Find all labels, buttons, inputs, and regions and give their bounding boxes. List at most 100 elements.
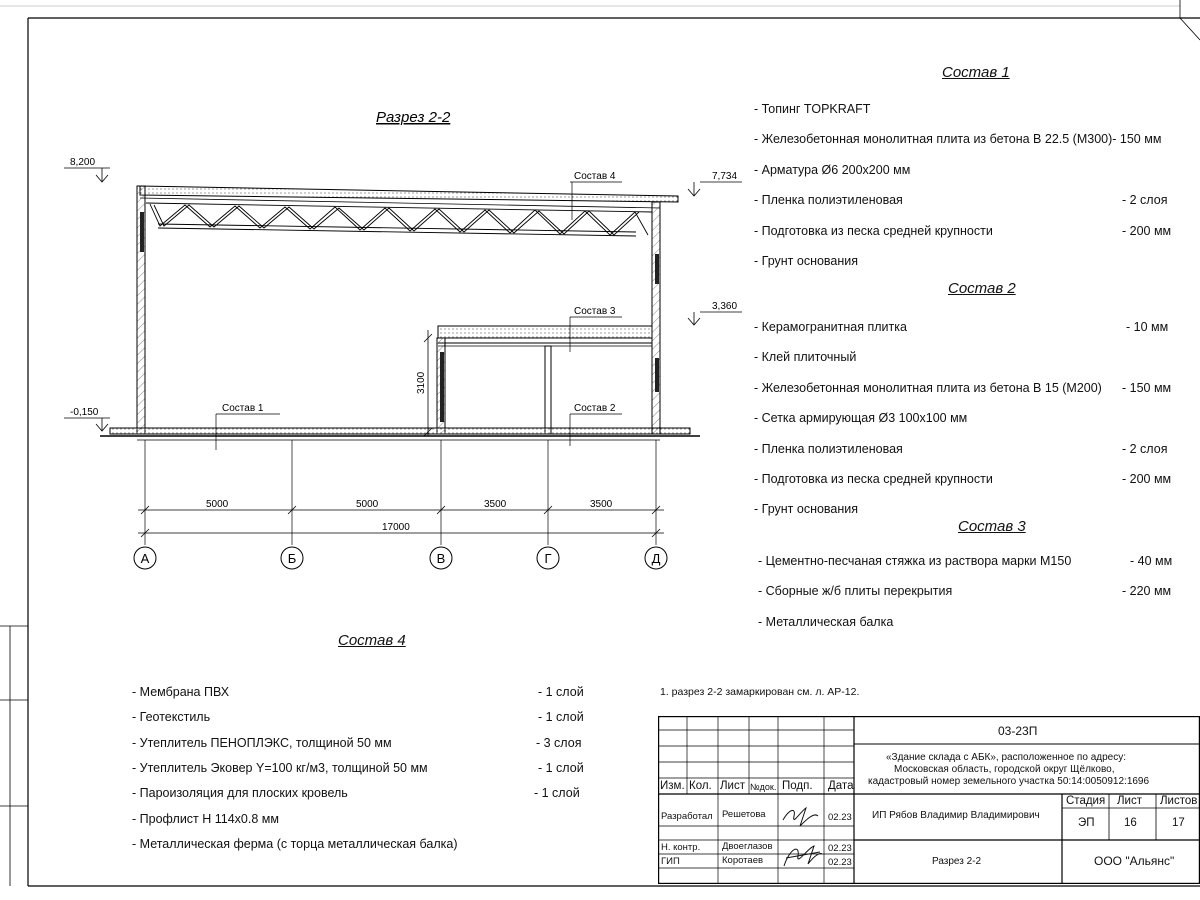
role-name: Решетова bbox=[722, 809, 766, 820]
axis-label: В bbox=[437, 551, 446, 566]
height-dimension bbox=[423, 330, 433, 437]
elevation-ground: -0,150 bbox=[70, 407, 99, 418]
list-item: - Утеплитель Эковер Y=100 кг/м3, толщино… bbox=[132, 761, 584, 775]
item-value: - 2 слоя bbox=[1122, 442, 1168, 456]
col-header: Подп. bbox=[782, 780, 813, 792]
project-code: 03-23П bbox=[998, 724, 1038, 738]
inner-wall bbox=[436, 337, 446, 435]
sostav3-title: Состав 3 bbox=[958, 518, 1026, 535]
item-value: - 1 слой bbox=[534, 786, 580, 800]
list-item: - Сборные ж/б плиты перекрытия- 220 мм bbox=[758, 584, 1172, 598]
sheet-name: Разрез 2-2 bbox=[932, 856, 982, 867]
span-label: 3500 bbox=[590, 499, 613, 510]
elevation-top-left: 8,200 bbox=[70, 157, 95, 168]
role-date: 02.23 bbox=[828, 843, 852, 854]
item-value: - 200 мм bbox=[1122, 472, 1172, 486]
axis-label: А bbox=[141, 551, 150, 566]
list-item: - Подготовка из песка средней крупности-… bbox=[754, 224, 1172, 238]
left-wall bbox=[136, 185, 146, 435]
list-item: - Мембрана ПВХ- 1 слой bbox=[132, 685, 584, 699]
sostav4-list: - Мембрана ПВХ- 1 слой - Геотекстиль- 1 … bbox=[132, 685, 592, 855]
sostav2-title: Состав 2 bbox=[948, 280, 1016, 297]
list-item: - Металлическая балка bbox=[758, 615, 894, 629]
stage-header: Стадия bbox=[1066, 795, 1106, 807]
signature bbox=[782, 806, 823, 867]
sostav1-title: Состав 1 bbox=[942, 64, 1010, 81]
title-block-grid bbox=[658, 716, 1200, 884]
layer-label-s3: Состав 3 bbox=[574, 306, 616, 317]
stage-value: ЭП bbox=[1078, 817, 1095, 829]
company-person: ИП Рябов Владимир Владимирович bbox=[872, 810, 1040, 821]
list-item: - Топинг TOPKRAFT bbox=[754, 102, 871, 116]
list-item: - Профлист Н 114х0.8 мм bbox=[132, 812, 279, 826]
sostav2-list: - Керамогранитная плитка- 10 мм - Клей п… bbox=[754, 320, 1194, 520]
item-value: - 220 мм bbox=[1122, 584, 1172, 598]
list-item: - Подготовка из песка средней крупности-… bbox=[754, 472, 1172, 486]
col-header: Дата bbox=[828, 780, 854, 792]
list-item: - Грунт основания bbox=[754, 254, 859, 268]
col-header: Лист bbox=[720, 780, 745, 792]
stage-value: 16 bbox=[1124, 817, 1137, 829]
list-item: - Клей плиточный bbox=[754, 350, 857, 364]
list-item: - Пароизоляция для плоских кровель- 1 сл… bbox=[132, 786, 580, 800]
mezzanine-slab bbox=[437, 325, 653, 347]
list-item: - Арматура Ø6 200х200 мм bbox=[754, 163, 911, 177]
axis-label: Б bbox=[288, 551, 297, 566]
item-value: - 2 слоя bbox=[1122, 193, 1168, 207]
list-item: - Металлическая ферма (с торца металличе… bbox=[132, 837, 458, 851]
item-value: - 40 мм bbox=[1130, 554, 1173, 568]
col-header: №док. bbox=[750, 782, 777, 792]
span-label: 5000 bbox=[206, 499, 229, 510]
axis-label: Д bbox=[652, 551, 661, 566]
dimension-lines bbox=[138, 505, 664, 538]
role-label: Разработал bbox=[661, 811, 713, 822]
role-label: ГИП bbox=[661, 856, 680, 867]
role-date: 02.23 bbox=[828, 857, 852, 868]
list-item: - Сетка армирующая Ø3 100х100 мм bbox=[754, 411, 968, 425]
list-item: - Грунт основания bbox=[754, 502, 859, 516]
span-label: 3500 bbox=[484, 499, 507, 510]
sostav4-title: Состав 4 bbox=[338, 632, 406, 649]
elevation-top-right: 7,734 bbox=[712, 171, 737, 182]
title-block: 03-23П «Здание склада с АБК», расположен… bbox=[658, 716, 1200, 884]
list-item: - Цементно-песчаная стяжка из раствора м… bbox=[758, 554, 1173, 568]
sheet-note: 1. разрез 2-2 замаркирован см. л. АР-12. bbox=[660, 686, 860, 698]
column bbox=[544, 345, 552, 435]
list-item: - Утеплитель ПЕНОПЛЭКС, толщиной 50 мм- … bbox=[132, 736, 582, 750]
list-item: - Пленка полиэтиленовая- 2 слоя bbox=[754, 193, 1168, 207]
list-item: - Геотекстиль- 1 слой bbox=[132, 710, 584, 724]
item-value: - 200 мм bbox=[1122, 224, 1172, 238]
stage-value: 17 bbox=[1172, 817, 1185, 829]
col-header: Кол. bbox=[689, 780, 712, 792]
height-dim-label: 3100 bbox=[416, 371, 427, 394]
layer-leaders bbox=[215, 181, 622, 450]
elevation-mid-right: 3,360 bbox=[712, 301, 737, 312]
list-item: - Железобетонная монолитная плита из бет… bbox=[754, 381, 1172, 395]
section-drawing: Разрез 2-2 bbox=[64, 109, 742, 570]
span-label: 5000 bbox=[356, 499, 379, 510]
roof-truss bbox=[145, 202, 653, 237]
role-date: 02.23 bbox=[828, 812, 852, 823]
stage-header: Листов bbox=[1160, 795, 1198, 807]
list-item: - Пленка полиэтиленовая- 2 слоя bbox=[754, 442, 1168, 456]
axis-lines bbox=[144, 440, 657, 545]
layer-label-s2: Состав 2 bbox=[574, 403, 616, 414]
list-item: - Железобетонная монолитная плита из бет… bbox=[754, 132, 1162, 146]
item-value: - 1 слой bbox=[538, 710, 584, 724]
organization: ООО "Альянс" bbox=[1094, 854, 1175, 868]
col-header: Изм. bbox=[660, 780, 685, 792]
role-label: Н. контр. bbox=[661, 842, 701, 853]
drawing-title: Разрез 2-2 bbox=[376, 109, 451, 126]
object-line: кадастровый номер земельного участка 50:… bbox=[868, 776, 1150, 787]
floor-slab bbox=[100, 427, 700, 441]
total-span-label: 17000 bbox=[382, 522, 410, 533]
role-name: Двоеглазов bbox=[722, 841, 773, 852]
axis-label: Г bbox=[544, 551, 551, 566]
item-value: - 3 слоя bbox=[536, 736, 582, 750]
item-value: - 150 мм bbox=[1122, 381, 1172, 395]
layer-label-s4: Состав 4 bbox=[574, 171, 616, 182]
item-value: - 1 слой bbox=[538, 685, 584, 699]
sostav1-list: - Топинг TOPKRAFT - Железобетонная монол… bbox=[754, 102, 1194, 272]
layer-label-s1: Состав 1 bbox=[222, 403, 264, 414]
